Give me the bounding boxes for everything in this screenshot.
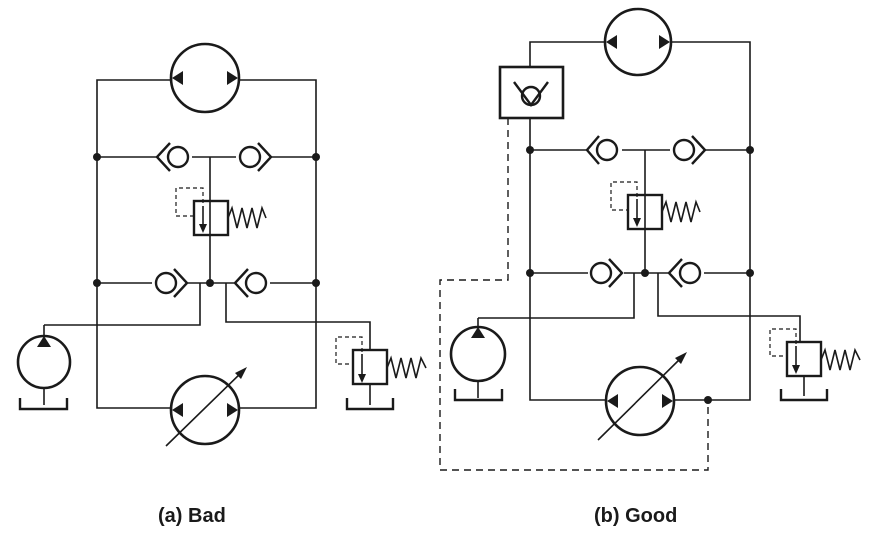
check-valve-icon (585, 135, 622, 165)
relief-valve-icon (335, 336, 427, 405)
relief-valve-icon (610, 181, 701, 231)
caption-good: (b) Good (594, 505, 678, 527)
tank-icon (779, 389, 829, 402)
circuit-bad (16, 42, 427, 447)
caption-bad: (a) Bad (158, 505, 226, 527)
relief-valve-icon (175, 187, 267, 237)
check-valve-icon (670, 135, 707, 165)
hydraulic-motor-icon (603, 7, 673, 77)
check-valve-icon (152, 268, 189, 298)
tank-icon (18, 398, 69, 411)
circuit-good (439, 7, 861, 471)
tank-icon (453, 389, 504, 402)
check-valve-icon (667, 258, 704, 288)
check-valve-icon (236, 142, 273, 172)
check-valve-icon (155, 142, 192, 172)
tank-icon (345, 398, 395, 411)
shuttle-check-valve-icon (498, 65, 565, 120)
fixed-pump-icon (16, 334, 72, 405)
check-valve-icon (233, 268, 270, 298)
relief-valve-icon (769, 328, 861, 396)
variable-pump-icon (597, 352, 687, 441)
check-valve-icon (588, 258, 624, 288)
fixed-pump-icon (449, 325, 507, 398)
hydraulic-motor-icon (169, 42, 241, 114)
variable-pump-icon (165, 367, 247, 447)
